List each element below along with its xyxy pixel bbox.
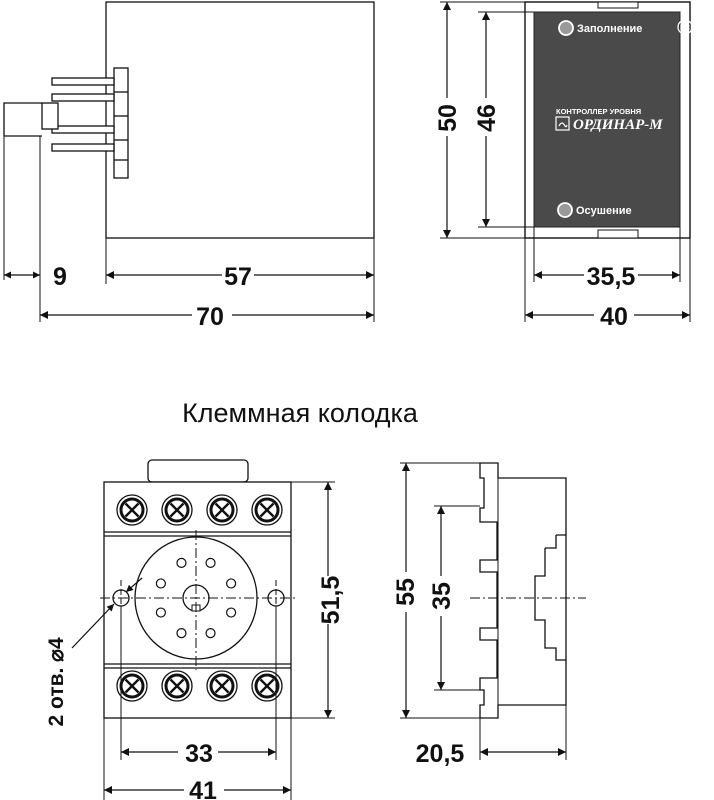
hole-leader [71,603,115,649]
cert-mark-label: РС [680,23,691,32]
relay-front-view: Заполнение РС КОНТРОЛЛЕР УРОВНЯ ОРДИНАР-… [524,1,693,239]
terminal-screw-icon [206,494,238,526]
indicator-dry-label: Осушение [576,205,632,217]
relay-base [113,67,129,179]
terminal-screw-icon [251,494,283,526]
socket-title: Клеммная колодка [182,398,419,428]
terminal-screw-icon [161,494,193,526]
dim-57: 57 [224,263,252,291]
terminal-screw-icon [161,670,193,702]
terminal-screw-icon [206,670,238,702]
din-clip [147,459,249,483]
terminal-screw-icon [116,670,148,702]
pin-holes [155,557,237,639]
screw-row-bottom [116,670,283,702]
dim-35: 35 [428,582,456,610]
dim-33: 33 [185,740,213,768]
socket-side-profile [479,462,567,719]
dry-led-icon [557,202,573,218]
dim-40: 40 [600,303,628,331]
dim-20-5: 20,5 [416,740,465,768]
din-rail-profile [534,534,566,661]
pin-hole [155,607,166,618]
pin-hole [226,607,237,618]
screw-row-top [116,494,283,526]
dim-55: 55 [392,578,420,606]
terminal-screw-icon [251,670,283,702]
pin-hole [176,557,187,568]
relay-body [105,1,375,239]
brand-logo-icon [555,116,570,131]
terminal-screw-icon [116,494,148,526]
dim-50: 50 [434,104,462,132]
dim-46: 46 [473,104,501,132]
relay-side-view [3,1,375,322]
panel-brand: ОРДИНАР-М [573,117,663,133]
panel-subtitle: КОНТРОЛЛЕР УРОВНЯ [556,107,641,116]
dim-70: 70 [196,303,224,331]
fill-led-icon [558,20,574,36]
cert-mark-icon [677,19,693,35]
dim-41: 41 [189,777,217,800]
hole-callout: 2 отв. ⌀4 [45,637,68,726]
front-panel [533,11,681,228]
socket-side-view [479,462,567,719]
relay-pins [3,77,115,152]
pin-hole [205,628,216,639]
pin-hole [205,557,216,568]
pin-hole [226,578,237,589]
dim-35-5: 35,5 [587,263,636,291]
dim-51-5: 51,5 [317,576,345,625]
pin-hole [155,578,166,589]
indicator-fill-label: Заполнение [577,23,642,35]
dim-9: 9 [53,263,67,291]
pin-hole [176,628,187,639]
